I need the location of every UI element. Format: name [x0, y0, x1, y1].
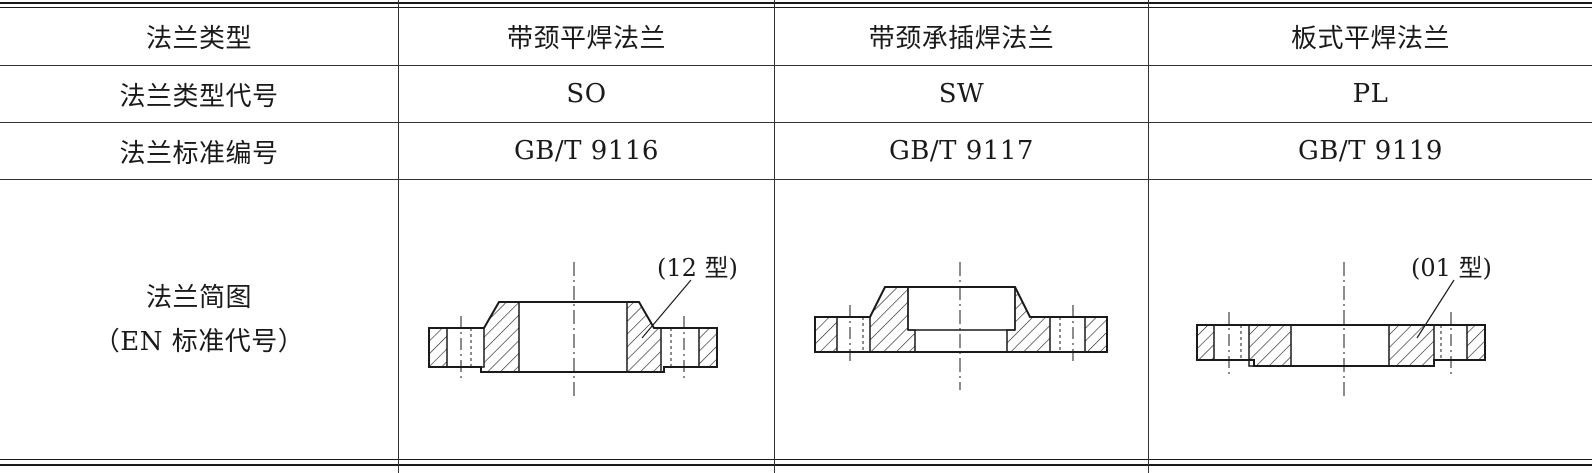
header-so: 带颈平焊法兰	[506, 24, 666, 54]
column-divider	[1148, 0, 1149, 473]
row-divider	[0, 179, 1592, 180]
row-divider	[0, 65, 1592, 66]
row-divider	[0, 122, 1592, 123]
header-pl: 板式平焊法兰	[1290, 24, 1450, 54]
column-divider	[398, 0, 399, 473]
top-rule-inner	[0, 7, 1592, 8]
type-code-so: SO	[566, 79, 607, 109]
row-label-flange-type: 法兰类型	[145, 24, 252, 54]
header-sw: 带颈承插焊法兰	[868, 24, 1055, 54]
diagram-label-line1: 法兰简图	[145, 282, 252, 313]
so-diagram-annotation: (12 型)	[657, 254, 738, 282]
standard-pl: GB/T 9119	[1298, 136, 1443, 166]
bottom-rule-inner	[0, 459, 1592, 460]
type-code-sw: SW	[938, 79, 985, 109]
pl-flange-drawing: (01 型)	[1196, 254, 1492, 400]
diagram-label-line2: （EN 标准代号）	[93, 326, 305, 357]
sw-flange-drawing	[814, 262, 1108, 390]
row-label-standard-number: 法兰标准编号	[119, 138, 279, 169]
row-label-diagram: 法兰简图 （EN 标准代号）	[0, 180, 398, 459]
column-divider	[774, 0, 775, 473]
row-label-type-code: 法兰类型代号	[119, 81, 279, 112]
type-code-pl: PL	[1352, 79, 1389, 109]
pl-diagram-annotation: (01 型)	[1411, 254, 1492, 282]
bottom-rule	[0, 464, 1592, 466]
standard-so: GB/T 9116	[514, 136, 659, 166]
top-rule	[0, 2, 1592, 4]
so-flange-drawing: (12 型)	[428, 254, 738, 400]
standard-sw: GB/T 9117	[889, 136, 1034, 166]
